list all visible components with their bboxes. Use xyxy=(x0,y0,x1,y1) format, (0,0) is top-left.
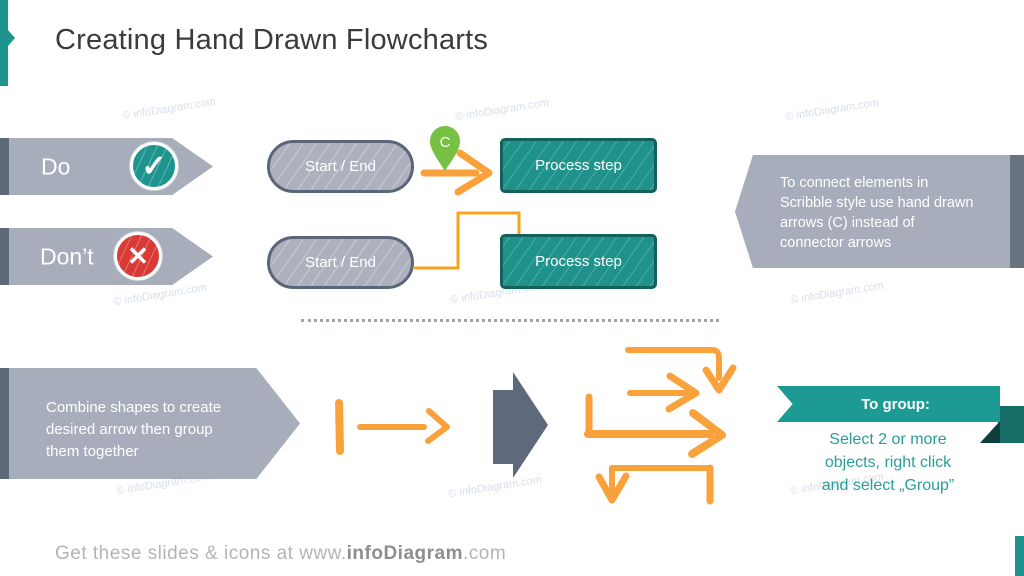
watermark: © infoDiagram.com xyxy=(112,281,208,309)
ribbon-back-shape xyxy=(998,406,1024,443)
watermark: © infoDiagram.com xyxy=(789,279,885,307)
bottom-right-accent-bar xyxy=(1015,536,1024,576)
check-glyph: ✓ xyxy=(141,149,167,183)
top-left-accent-chevron-icon xyxy=(8,30,15,46)
group-ribbon-title: To group: xyxy=(861,395,930,413)
connector-pin-icon: C xyxy=(430,126,460,171)
connect-tip-banner-shape xyxy=(735,155,1024,268)
block-arrow-triangle xyxy=(513,372,548,478)
connect-tip-banner-strip xyxy=(1010,155,1024,268)
group-instruction-line: and select „Group” xyxy=(821,477,955,494)
process-step-shape-2: Process step xyxy=(500,234,657,289)
group-instructions: Select 2 or more objects, right click an… xyxy=(788,428,988,497)
do-banner: Do ✓ xyxy=(0,138,213,195)
dont-banner-arrow-shape xyxy=(9,228,213,285)
dont-banner-strip xyxy=(0,228,9,285)
hand-drawn-arrow-right-icon xyxy=(420,149,493,196)
grouped-arrow-top-shaft xyxy=(625,347,722,381)
combine-arrows-illustration xyxy=(335,347,737,505)
grouped-arrow-top-head-icon xyxy=(702,364,737,394)
grouped-arrow-mid-head-icon xyxy=(665,372,700,413)
combine-tip-banner-shape xyxy=(9,368,300,479)
footer-brand: infoDiagram xyxy=(346,543,463,564)
group-ribbon: To group: xyxy=(777,386,1000,422)
dotted-divider xyxy=(301,319,719,322)
grouped-arrow-down-head-icon xyxy=(595,472,630,504)
start-end-shape-2: Start / End xyxy=(267,236,414,289)
watermark: © infoDiagram.com xyxy=(784,96,880,124)
do-banner-strip xyxy=(0,138,9,195)
cross-glyph: ✕ xyxy=(127,240,149,271)
combine-tip-banner-strip xyxy=(0,368,9,479)
dont-label: Don’t xyxy=(40,243,94,269)
dont-banner: Don’t ✕ xyxy=(0,228,213,285)
connect-tip-text: To connect elements in Scribble style us… xyxy=(780,175,974,251)
process-step-shape-1: Process step xyxy=(500,138,657,193)
top-left-accent-bar xyxy=(0,0,8,86)
do-label: Do xyxy=(41,153,71,179)
start-end-shape-1: Start / End xyxy=(267,140,414,193)
watermark: © infoDiagram.com xyxy=(121,95,217,123)
watermark: © infoDiagram.com xyxy=(454,96,550,124)
check-icon: ✓ xyxy=(130,142,178,190)
footer-suffix: .com xyxy=(462,543,507,564)
footer-prefix: Get these slides & icons at www. xyxy=(55,543,347,564)
connect-tip-banner: To connect elements in Scribble style us… xyxy=(735,155,1024,268)
block-arrow-rect xyxy=(493,390,515,464)
pin-label: C xyxy=(440,134,451,151)
group-instruction-line: objects, right click xyxy=(824,454,952,471)
combine-tip-text: Combine shapes to create desired arrow t… xyxy=(46,399,222,460)
stroke-segment-icon xyxy=(335,399,344,455)
cross-icon: ✕ xyxy=(114,232,162,280)
page-title: Creating Hand Drawn Flowcharts xyxy=(55,24,489,56)
do-banner-arrow-shape xyxy=(9,138,213,195)
grouped-arrow-long-head-icon xyxy=(688,409,726,458)
combine-tip-banner: Combine shapes to create desired arrow t… xyxy=(0,368,300,479)
group-instruction-line: Select 2 or more xyxy=(829,431,947,448)
footer-credit: Get these slides & icons at www.infoDiag… xyxy=(55,543,506,565)
arrowhead-chevron-icon xyxy=(425,408,450,444)
